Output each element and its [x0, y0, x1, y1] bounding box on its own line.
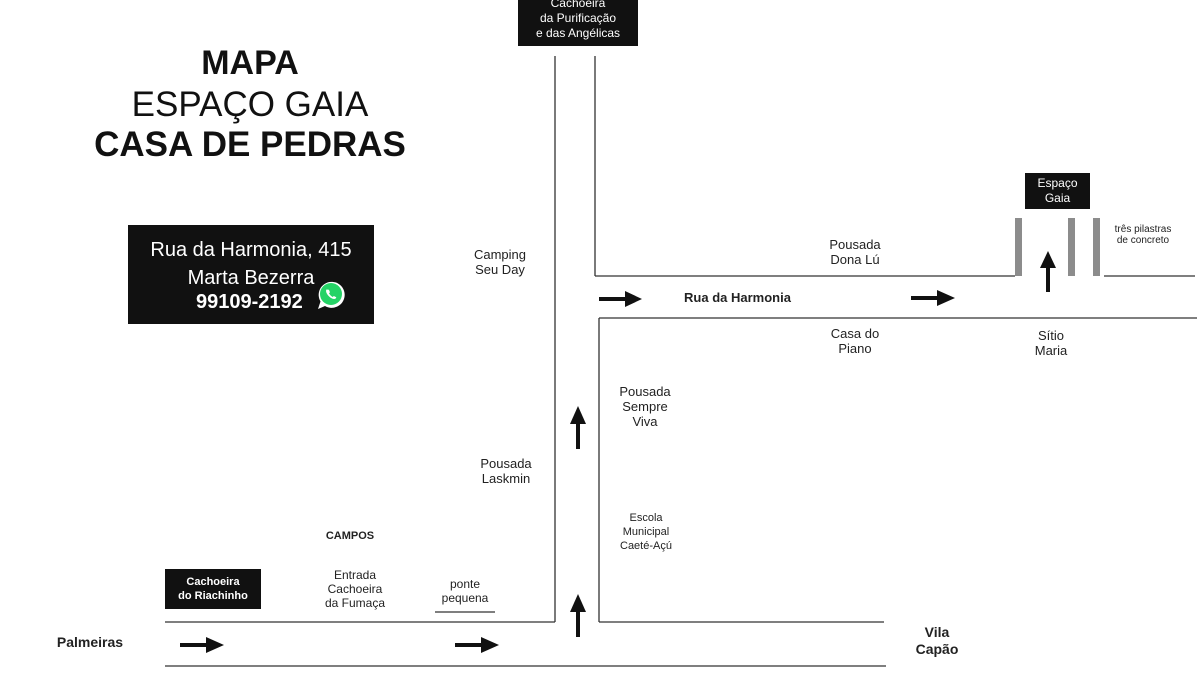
arrow-up-icon	[570, 594, 586, 637]
place-label: Cachoeira	[186, 576, 240, 588]
pousada-dona-lu-label: Pousada Dona Lú	[810, 237, 900, 267]
map-title: MAPA	[201, 44, 299, 82]
place-label: Seu Day	[475, 262, 525, 277]
place-label: Cachoeira	[550, 0, 606, 10]
place-label: Vila	[924, 624, 950, 640]
cachoeira-riachinho-box: Cachoeira do Riachinho	[165, 569, 261, 609]
arrow-up-icon	[1040, 251, 1056, 292]
arrow-right-icon	[180, 637, 224, 653]
place-label: Viva	[632, 414, 658, 429]
escola-municipal-label: Escola Municipal Caeté-Açú	[608, 511, 684, 553]
place-label: Municipal	[622, 526, 670, 538]
camping-seu-day-label: Camping Seu Day	[460, 247, 540, 277]
pillar-1	[1015, 218, 1022, 276]
map-subtitle-espaco-gaia: ESPAÇO GAIA	[131, 85, 369, 124]
place-label: Casa do	[830, 326, 880, 341]
whatsapp-icon[interactable]	[314, 278, 348, 312]
place-label: da Purificação	[539, 11, 617, 25]
place-label: e das Angélicas	[535, 26, 621, 40]
palmeiras-label: Palmeiras	[56, 634, 124, 650]
campos-label: CAMPOS	[325, 530, 375, 542]
pillar-2	[1068, 218, 1075, 276]
place-label: Pousada	[619, 384, 671, 399]
place-label: do Riachinho	[178, 590, 248, 602]
place-label: pequena	[441, 591, 489, 605]
pousada-laskmin-label: Pousada Laskmin	[466, 456, 546, 486]
cachoeira-purificacao-box: Cachoeira da Purificação e das Angélicas	[518, 0, 638, 46]
rua-da-harmonia-label: Rua da Harmonia	[684, 290, 791, 305]
entrada-cachoeira-fumaca-label: Entrada Cachoeira da Fumaça	[310, 568, 400, 610]
casa-do-piano-label: Casa do Piano	[815, 326, 895, 356]
sitio-maria-label: Sítio Maria	[1015, 328, 1087, 358]
tres-pilastras-label: três pilastras de concreto	[1108, 224, 1178, 246]
place-label: Capão	[915, 641, 959, 657]
place-label: três pilastras	[1114, 224, 1172, 235]
place-label: Piano	[838, 341, 872, 356]
place-label: Dona Lú	[830, 252, 880, 267]
contact-address: Rua da Harmonia, 415	[150, 239, 352, 261]
place-label: Sempre	[622, 399, 668, 414]
place-label: Escola	[629, 512, 663, 524]
ponte-pequena-label: ponte pequena	[430, 577, 500, 605]
place-label: da Fumaça	[324, 596, 386, 610]
place-label: Espaço	[1037, 176, 1078, 190]
contact-phone[interactable]: 99109-2192	[196, 291, 303, 313]
map-subtitle-casa-de-pedras: CASA DE PEDRAS	[94, 125, 406, 164]
arrow-right-icon	[911, 290, 955, 306]
place-label: Pousada	[829, 237, 881, 252]
arrow-right-icon	[455, 637, 499, 653]
place-label: Cachoeira	[327, 582, 383, 596]
contact-box: Rua da Harmonia, 415 Marta Bezerra 99109…	[128, 225, 374, 324]
place-label: Laskmin	[481, 471, 531, 486]
place-label: de concreto	[1116, 235, 1170, 246]
place-label: ponte	[449, 577, 481, 591]
arrow-up-icon	[570, 406, 586, 449]
contact-name: Marta Bezerra	[187, 267, 315, 289]
place-label: Maria	[1034, 343, 1068, 358]
espaco-gaia-box: Espaço Gaia	[1025, 173, 1090, 209]
vila-capao-label: Vila Capão	[900, 624, 974, 658]
place-label: Entrada	[333, 568, 377, 582]
place-label: Pousada	[480, 456, 532, 471]
place-label: Gaia	[1044, 191, 1071, 205]
place-label: Camping	[473, 247, 527, 262]
place-label: Sítio	[1037, 328, 1064, 343]
arrow-right-icon	[599, 291, 642, 307]
place-label: Caeté-Açú	[620, 540, 672, 552]
pousada-sempre-viva-label: Pousada Sempre Viva	[605, 384, 685, 429]
pillar-3	[1093, 218, 1100, 276]
